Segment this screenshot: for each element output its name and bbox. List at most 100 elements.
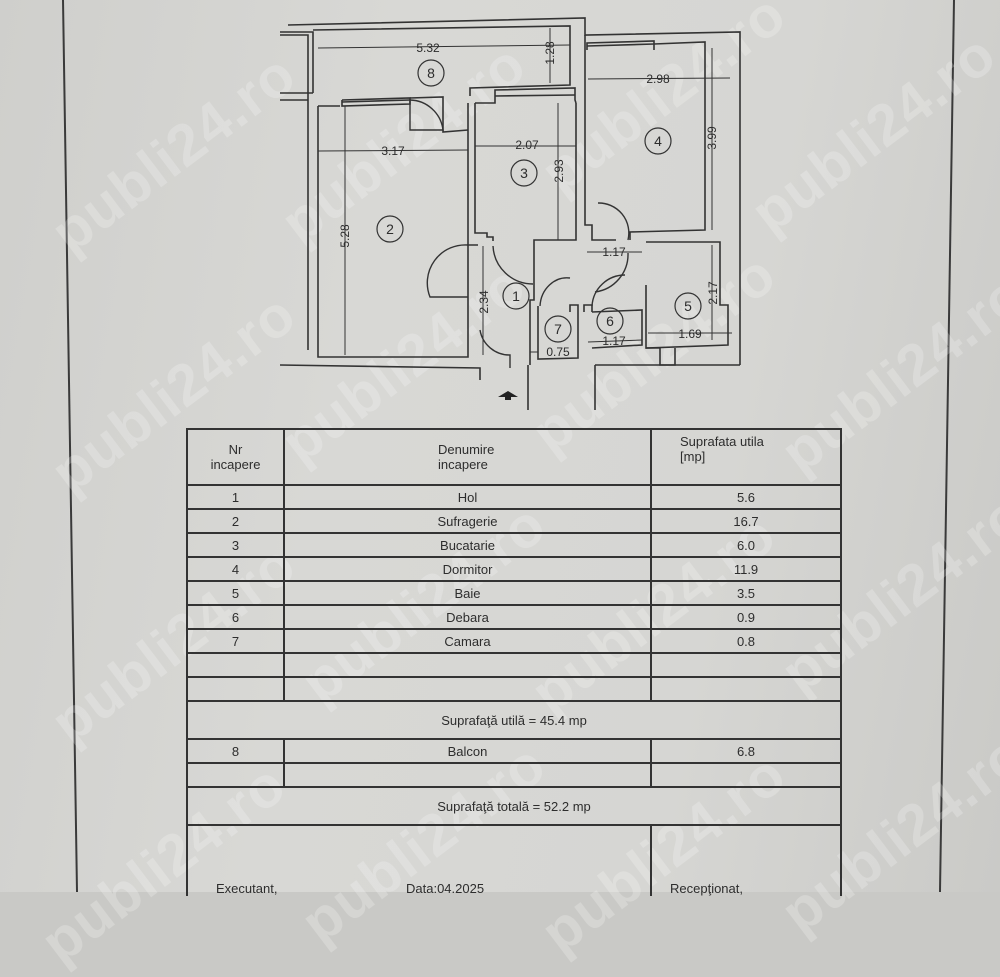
cell-nr: 1	[186, 484, 285, 510]
cell-name: Dormitor	[283, 556, 652, 582]
cell-name	[283, 762, 652, 788]
dimension-lines	[317, 28, 732, 355]
date-label: Data:04.2025	[406, 881, 485, 896]
header-area: Suprafata utila[mp]	[650, 428, 842, 486]
dimension-label: 5.28	[338, 224, 352, 248]
dimension-label: 1.17	[602, 245, 626, 259]
svg-text:3: 3	[520, 165, 528, 181]
cell-nr: 4	[186, 556, 285, 582]
svg-text:7: 7	[554, 321, 562, 337]
room-marker-5: 5	[674, 292, 702, 320]
cell-name: Balcon	[283, 738, 652, 764]
cell-area: 11.9	[650, 556, 842, 582]
cell-nr	[186, 762, 285, 788]
cell-area: 0.8	[650, 628, 842, 654]
svg-text:1: 1	[512, 288, 520, 304]
cell-nr: 5	[186, 580, 285, 606]
floor-plan: 5.32 1.28 2.98 3.17 2.07 2.93 3.99 5.28 …	[280, 17, 741, 410]
executant-label: Executant,	[216, 881, 278, 896]
cell-nr	[186, 676, 285, 702]
total-area: Suprafaţă totală = 52.2 mp	[186, 786, 842, 826]
cell-nr: 3	[186, 532, 285, 558]
cell-area: 6.0	[650, 532, 842, 558]
svg-text:2: 2	[386, 221, 394, 237]
room-marker-6: 6	[596, 307, 624, 335]
dimension-label: 1.28	[543, 41, 557, 65]
total-area-row: Suprafaţă totală = 52.2 mp	[186, 786, 842, 826]
watermark: publi24.ro	[739, 21, 1000, 246]
room-marker-7: 7	[544, 315, 572, 343]
useful-area-total: Suprafaţă utilă = 45.4 mp	[186, 700, 842, 740]
signature-left-cell: Executant, Data:04.2025	[186, 824, 652, 896]
room-marker-2: 2	[376, 215, 404, 243]
cell-area	[650, 762, 842, 788]
dimension-labels: 5.32 1.28 2.98 3.17 2.07 2.93 3.99 5.28 …	[338, 41, 720, 359]
doors	[409, 99, 630, 368]
dimension-label: 2.07	[515, 138, 539, 152]
table-row-empty	[186, 762, 842, 788]
cell-area	[650, 652, 842, 678]
room-marker-3: 3	[510, 159, 538, 187]
cell-area: 3.5	[650, 580, 842, 606]
svg-text:4: 4	[654, 133, 662, 149]
cell-name: Baie	[283, 580, 652, 606]
dimension-label: 5.32	[416, 41, 440, 55]
room-marker-8: 8	[417, 59, 445, 87]
useful-area-total-row: Suprafaţă utilă = 45.4 mp	[186, 700, 842, 740]
dimension-label: 2.93	[552, 159, 566, 183]
cell-area: 5.6	[650, 484, 842, 510]
cell-area: 0.9	[650, 604, 842, 630]
walls	[280, 17, 741, 410]
dimension-label: 3.17	[381, 144, 405, 158]
cell-nr: 7	[186, 628, 285, 654]
entrance-arrow-icon	[498, 391, 518, 400]
signature-row: Executant, Data:04.2025 Recepţionat,	[186, 824, 842, 896]
svg-text:8: 8	[427, 65, 435, 81]
dimension-label: 3.99	[705, 126, 719, 150]
svg-text:6: 6	[606, 313, 614, 329]
cell-area: 16.7	[650, 508, 842, 534]
receptionat-label: Recepţionat,	[670, 881, 743, 896]
cell-nr	[186, 652, 285, 678]
room-markers: 1 2 3 4 5 6 7 8	[376, 59, 702, 343]
cell-nr: 6	[186, 604, 285, 630]
signature-right-cell: Recepţionat,	[650, 824, 842, 896]
table-row-empty	[186, 652, 842, 678]
dimension-label: 1.69	[678, 327, 702, 341]
svg-text:5: 5	[684, 298, 692, 314]
room-marker-1: 1	[502, 282, 530, 310]
cell-area: 6.8	[650, 738, 842, 764]
cell-name: Hol	[283, 484, 652, 510]
cell-area	[650, 676, 842, 702]
cell-name: Sufragerie	[283, 508, 652, 534]
dimension-label: 2.17	[706, 281, 720, 305]
cell-nr: 8	[186, 738, 285, 764]
cell-name: Bucatarie	[283, 532, 652, 558]
dimension-label: 1.17	[602, 334, 626, 348]
table-row-empty	[186, 676, 842, 702]
dimension-label: 2.34	[477, 290, 491, 314]
cell-name	[283, 652, 652, 678]
cell-name: Debara	[283, 604, 652, 630]
dimension-label: 0.75	[546, 345, 570, 359]
dimension-label: 2.98	[646, 72, 670, 86]
cell-nr: 2	[186, 508, 285, 534]
cell-name: Camara	[283, 628, 652, 654]
cell-name	[283, 676, 652, 702]
page-border-left	[62, 0, 79, 892]
page-border-right	[938, 0, 955, 892]
watermark: publi24.ro	[39, 41, 308, 266]
